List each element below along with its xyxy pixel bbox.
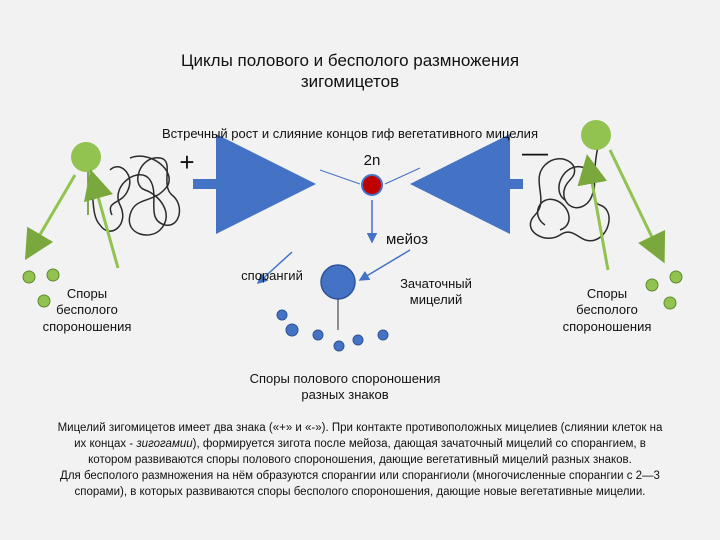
- description-paragraph: Мицелий зигомицетов имеет два знака («+»…: [57, 422, 663, 499]
- zygote-label: 2n: [363, 152, 381, 169]
- subtitle: Встречный рост и слияние концов гиф веге…: [161, 126, 538, 141]
- sexual-spores-label: Споры полового спороношения разных знако…: [249, 371, 441, 403]
- left-arrow-up: [84, 169, 120, 269]
- germ-mycelium-label: Зачаточный мицелий: [400, 276, 472, 308]
- zygote-line-left: [319, 169, 361, 185]
- right-arrow-down: [608, 149, 666, 264]
- minus-sign: —: [522, 137, 548, 167]
- sexual-spores: [276, 309, 389, 352]
- meiosis-label: мейоз: [385, 231, 429, 248]
- sporangium-label: спорангий: [241, 268, 303, 283]
- sexual-sporangium: [320, 264, 356, 300]
- plus-sign: +: [179, 147, 195, 177]
- title-line-1: Циклы полового и бесполого размножения: [180, 51, 520, 70]
- diagram-title: Циклы полового и бесполого размножения з…: [140, 50, 560, 93]
- zygote-line-right: [384, 167, 421, 185]
- asexual-spores-left-label: Споры бесполого спороношения: [42, 286, 132, 334]
- asexual-spores-right-label: Споры бесполого спороношения: [562, 286, 652, 334]
- left-arrow-down: [24, 174, 77, 261]
- germ-mycelium-arrow: [358, 249, 411, 281]
- right-sporangium-head: [581, 120, 611, 150]
- right-asexual-spores: [645, 270, 683, 310]
- right-arrow-up: [577, 154, 610, 271]
- zygote: [361, 174, 383, 196]
- sporangium-arrow: [256, 251, 293, 285]
- left-sporangium-head: [71, 142, 101, 172]
- left-mycelium: [87, 155, 181, 236]
- title-line-2: зигомицетов: [300, 72, 400, 92]
- left-asexual-spores: [22, 268, 60, 308]
